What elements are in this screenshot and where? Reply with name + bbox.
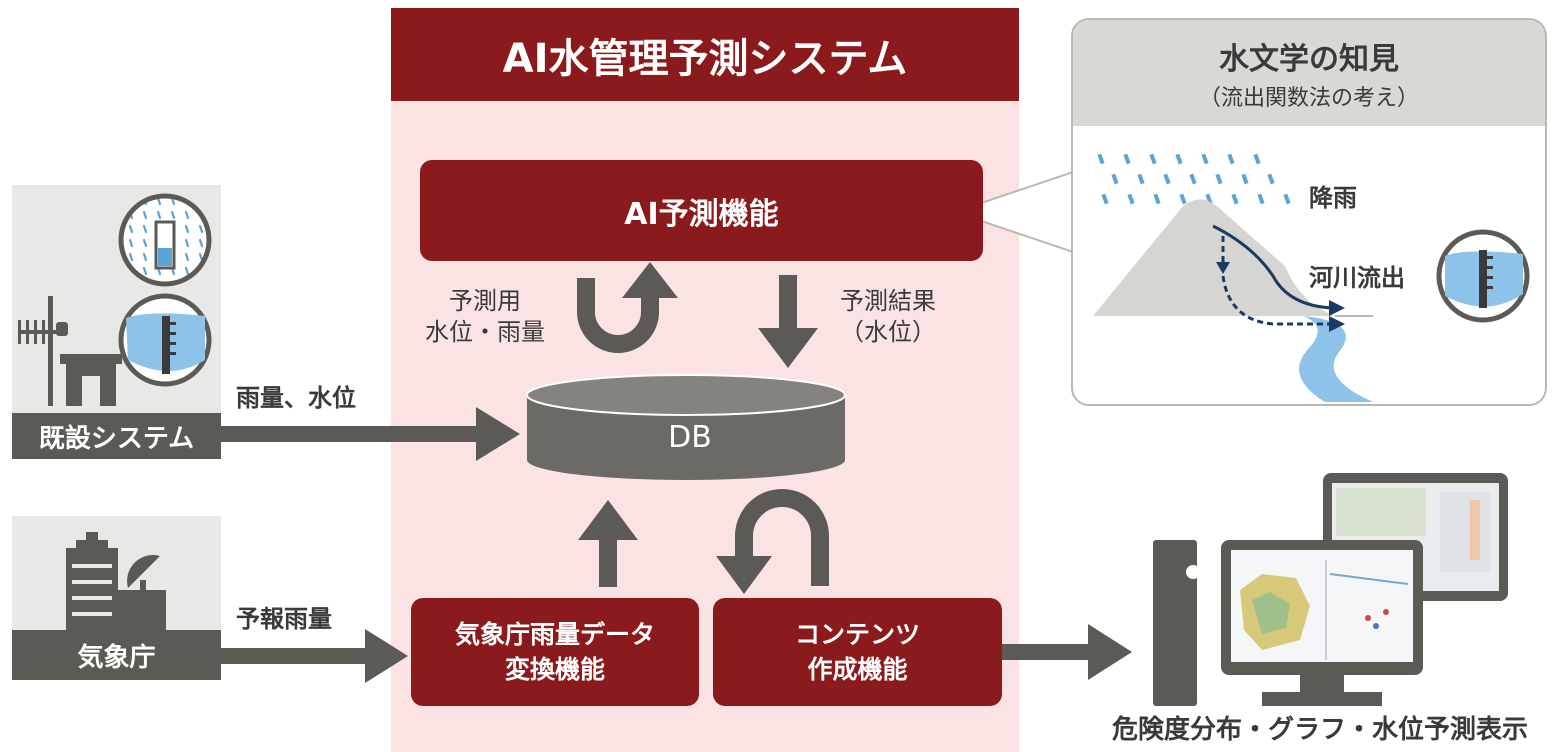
rain-data-conversion-box: 気象庁雨量データ 変換機能 xyxy=(411,598,699,706)
jma-building-icon xyxy=(66,532,166,632)
antenna-icon xyxy=(18,296,68,406)
ai-prediction-box: AI予測機能 xyxy=(420,160,983,261)
arrow-head-icon xyxy=(716,556,772,594)
gauge-hut-icon xyxy=(60,354,122,406)
subsurface-flow-arrow-icon xyxy=(1221,275,1331,326)
down-arrow-icon xyxy=(758,275,818,368)
existing-system-label: 既設システム xyxy=(12,413,221,459)
water-level-icon xyxy=(118,293,212,387)
runoff-illustration xyxy=(1093,153,1530,402)
rain-drops-icon xyxy=(1097,153,1291,205)
surface-flow-arrow-icon xyxy=(1212,224,1334,310)
hydrology-knowledge-box: 水文学の知見 （流出関数法の考え） xyxy=(1071,18,1547,406)
rain-label: 降雨 xyxy=(1309,184,1357,212)
uturn-down-arrow-icon xyxy=(735,489,829,586)
system-title: AI水管理予測システム xyxy=(391,8,1019,101)
river-outflow-label: 河川流出 xyxy=(1309,264,1405,292)
mountain-icon xyxy=(1093,199,1335,316)
water-level-gauge-icon xyxy=(1436,229,1530,323)
up-arrow-icon xyxy=(578,500,638,587)
river-icon xyxy=(1299,316,1373,402)
rain-gauge-icon xyxy=(118,193,212,287)
prediction-input-label: 予測用 水位・雨量 xyxy=(425,287,545,347)
rain-water-label: 雨量、水位 xyxy=(236,384,356,412)
hydrology-header xyxy=(1073,20,1545,126)
display-caption: 危険度分布・グラフ・水位予測表示 xyxy=(1112,715,1529,745)
db-label: DB xyxy=(668,420,712,455)
prediction-result-label: 予測結果 （水位） xyxy=(840,287,936,347)
forecast-rain-label: 予報雨量 xyxy=(236,605,332,633)
uturn-up-arrow-icon xyxy=(577,278,659,353)
arrow-contents-to-display-icon xyxy=(1002,624,1132,680)
ai-prediction-label: AI予測機能 xyxy=(624,196,779,232)
radar-dish-icon xyxy=(127,555,160,592)
front-monitor-icon xyxy=(1221,540,1423,706)
db-cylinder-icon xyxy=(526,374,846,480)
jma-label: 気象庁 xyxy=(12,630,221,680)
hydrology-title: 水文学の知見 xyxy=(1219,42,1399,77)
contents-creation-box: コンテンツ 作成機能 xyxy=(713,598,1002,706)
arrow-head-icon xyxy=(622,262,678,298)
arrow-existing-to-db-icon xyxy=(221,407,520,461)
arrow-jma-to-conversion-icon xyxy=(221,629,408,683)
hydrology-subtitle: （流出関数法の考え） xyxy=(1198,86,1419,111)
computer-icon xyxy=(1153,540,1200,706)
